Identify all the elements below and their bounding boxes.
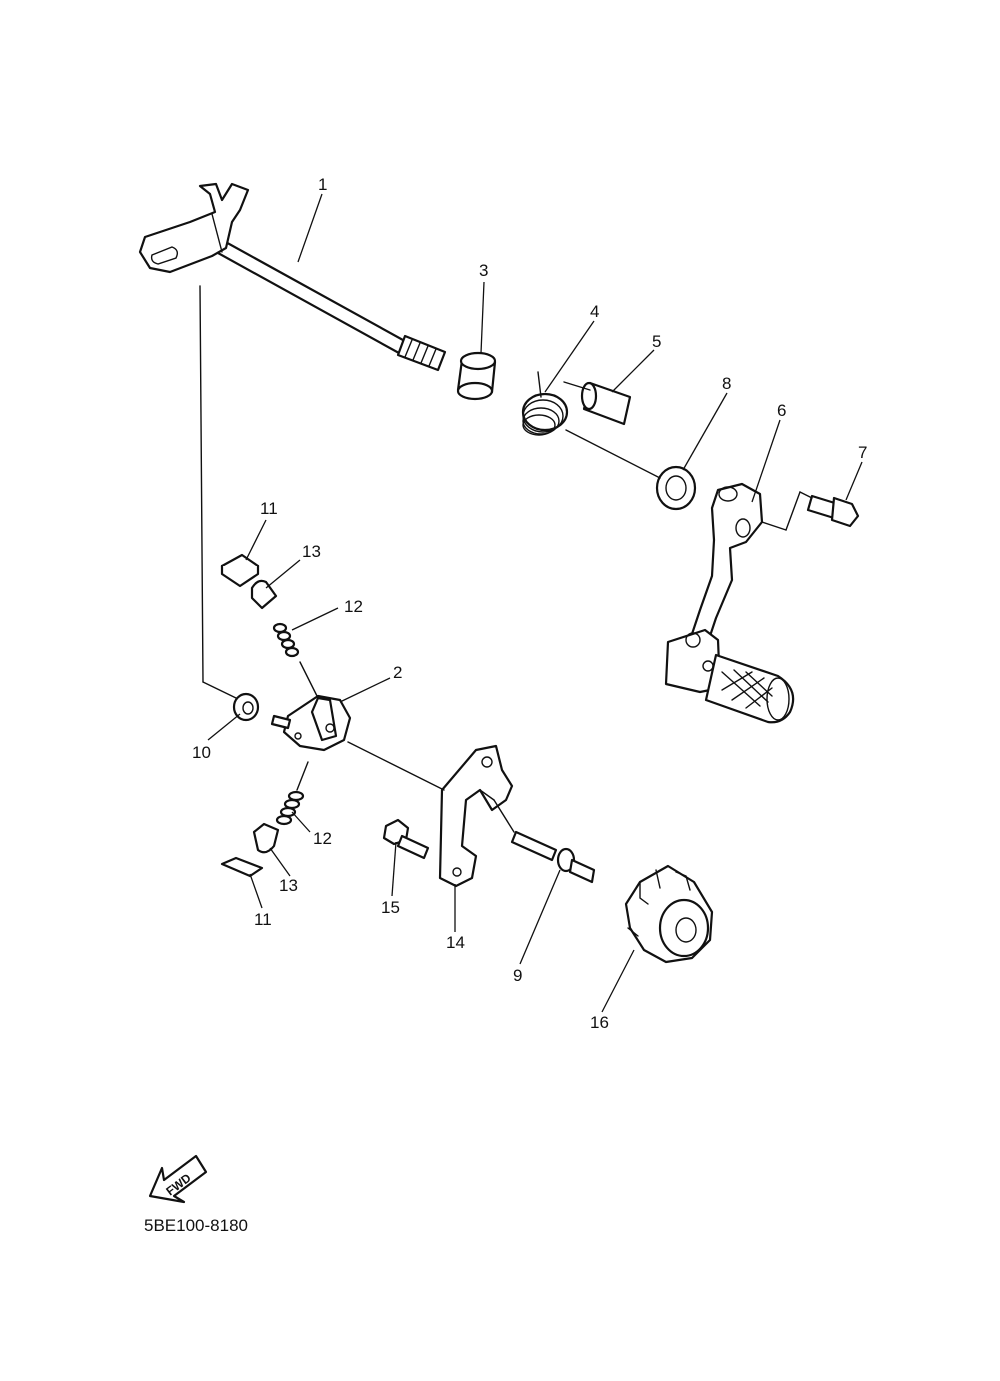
callout-labels: 1 3 4 5 8 6 7 11 13 12 2 10 12 13 11 15 … bbox=[192, 175, 867, 1032]
part-12-spring-lower bbox=[275, 790, 305, 826]
part-16-segment bbox=[624, 864, 714, 964]
callout-10: 10 bbox=[192, 743, 211, 762]
callout-11-upper: 11 bbox=[260, 499, 278, 518]
callout-13-upper: 13 bbox=[302, 542, 321, 561]
part-8-oil-seal bbox=[655, 465, 697, 511]
callout-13-lower: 13 bbox=[279, 876, 298, 895]
part-9-bolt bbox=[510, 830, 596, 884]
callout-4: 4 bbox=[590, 302, 599, 321]
callout-8: 8 bbox=[722, 374, 731, 393]
part-7-bolt bbox=[806, 494, 860, 528]
part-11-key-upper bbox=[220, 553, 260, 588]
callout-2: 2 bbox=[393, 663, 402, 682]
part-6-shift-pedal bbox=[664, 482, 795, 724]
alignment-lines bbox=[199, 285, 813, 833]
callout-6: 6 bbox=[777, 401, 786, 420]
callout-12-upper: 12 bbox=[344, 597, 363, 616]
callout-12-lower: 12 bbox=[313, 829, 332, 848]
callout-3: 3 bbox=[479, 261, 488, 280]
callout-1: 1 bbox=[318, 175, 327, 194]
diagram-code: 5BE100-8180 bbox=[144, 1216, 248, 1235]
callout-7: 7 bbox=[858, 443, 867, 462]
part-11-key-lower bbox=[220, 856, 264, 878]
callout-14: 14 bbox=[446, 933, 465, 952]
part-2-shift-lever bbox=[270, 694, 352, 752]
callout-11-lower: 11 bbox=[254, 910, 272, 929]
part-14-stopper-lever bbox=[438, 744, 514, 888]
callout-15: 15 bbox=[381, 898, 400, 917]
part-13-plunger-lower bbox=[252, 822, 280, 854]
part-15-bolt bbox=[382, 818, 430, 860]
part-1-shift-shaft bbox=[138, 182, 447, 372]
part-10-washer bbox=[232, 692, 260, 722]
part-3-collar bbox=[456, 351, 497, 401]
callout-16: 16 bbox=[590, 1013, 609, 1032]
part-12-spring-upper bbox=[272, 622, 300, 658]
fwd-arrow-icon: FWD bbox=[148, 1154, 208, 1204]
part-5-pin bbox=[580, 381, 632, 426]
part-4-torsion-spring bbox=[521, 371, 569, 436]
part-13-plunger-upper bbox=[250, 579, 278, 610]
callout-leaders bbox=[207, 193, 863, 1013]
callout-9: 9 bbox=[513, 966, 522, 985]
callout-5: 5 bbox=[652, 332, 661, 351]
